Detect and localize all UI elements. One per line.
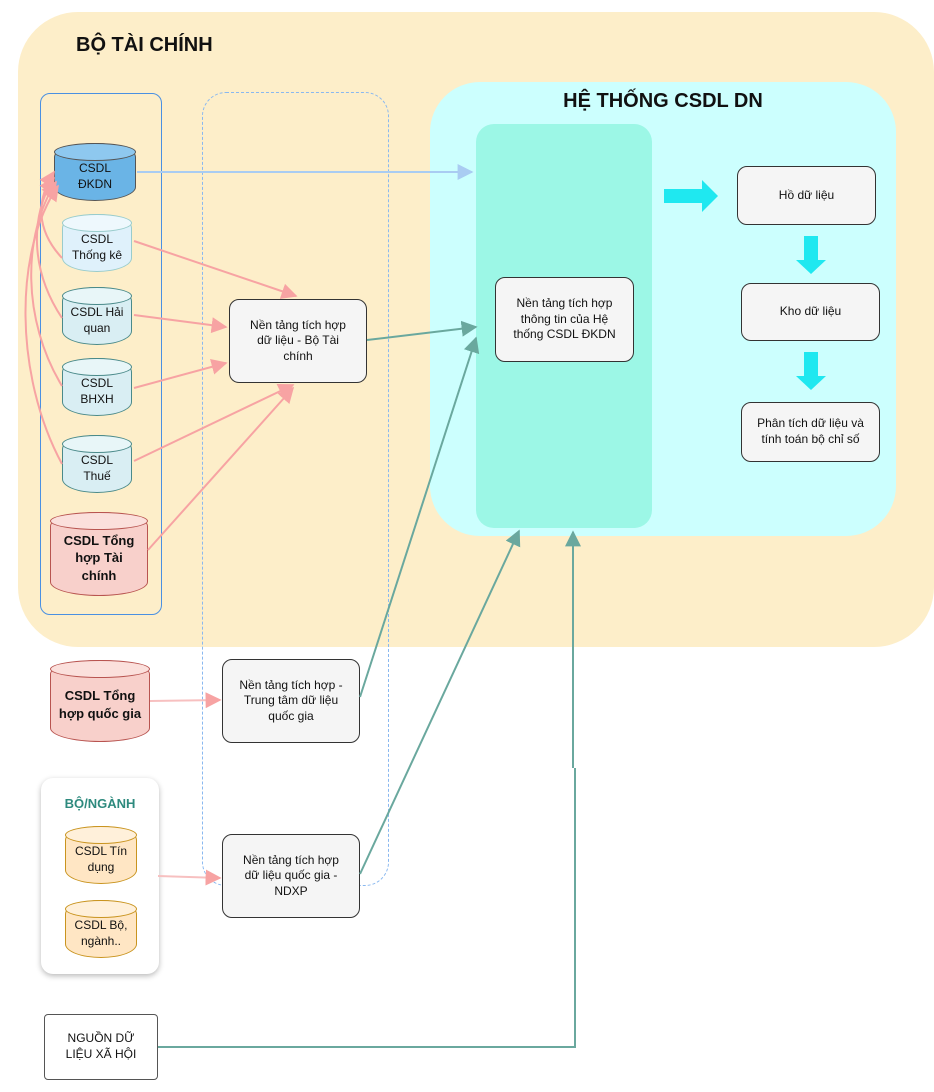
platform-trung-tam[interactable]: Nền tảng tích hợp - Trung tâm dữ liệu qu… [222, 659, 360, 743]
db-bo-nganh-label: CSDL Bộ, ngành.. [74, 917, 128, 948]
db-bhxh[interactable]: CSDL BHXH [62, 358, 132, 416]
db-dkdn[interactable]: CSDL ĐKDN [54, 143, 136, 201]
db-top [50, 660, 150, 678]
db-tong-hop-tai-chinh[interactable]: CSDL Tổng hợp Tài chính [50, 512, 148, 596]
platform-btc[interactable]: Nền tảng tích hợp dữ liệu - Bộ Tài chính [229, 299, 367, 383]
db-thong-ke[interactable]: CSDL Thống kê [62, 214, 132, 272]
db-bo-nganh[interactable]: CSDL Bộ, ngành.. [65, 900, 137, 958]
kho-du-lieu-box[interactable]: Kho dữ liệu [741, 283, 880, 341]
integration-platforms-group [202, 92, 389, 886]
db-hai-quan-label: CSDL Hải quan [70, 304, 124, 335]
db-thue[interactable]: CSDL Thuế [62, 435, 132, 493]
db-tin-dung-label: CSDL Tín dụng [74, 843, 128, 874]
phan-tich-box[interactable]: Phân tích dữ liệu và tính toán bộ chỉ số [741, 402, 880, 462]
bo-tai-chinh-title: BỘ TÀI CHÍNH [76, 34, 213, 56]
bo-nganh-title: BỘ/NGÀNH [64, 796, 136, 811]
db-top [65, 900, 137, 918]
db-hai-quan[interactable]: CSDL Hải quan [62, 287, 132, 345]
db-tong-hop-tai-chinh-label: CSDL Tổng hợp Tài chính [63, 532, 135, 583]
db-top [65, 826, 137, 844]
db-tong-hop-quoc-gia[interactable]: CSDL Tổng hợp quốc gia [50, 660, 150, 742]
he-thong-csdl-title: HỆ THỐNG CSDL DN [563, 90, 763, 112]
db-tong-hop-quoc-gia-label: CSDL Tổng hợp quốc gia [58, 688, 142, 721]
platform-ndxp[interactable]: Nền tảng tích hợp dữ liệu quốc gia - NDX… [222, 834, 360, 918]
db-bhxh-label: CSDL BHXH [80, 375, 114, 406]
db-thue-label: CSDL Thuế [80, 452, 113, 483]
db-top [54, 143, 136, 161]
db-tin-dung[interactable]: CSDL Tín dụng [65, 826, 137, 884]
db-thong-ke-label: CSDL Thống kê [71, 231, 123, 262]
ho-du-lieu-box[interactable]: Hồ dữ liệu [737, 166, 876, 225]
nguon-du-lieu-xa-hoi[interactable]: NGUỒN DỮ LIỆU XÃ HỘI [44, 1014, 158, 1080]
db-dkdn-label: CSDL ĐKDN [77, 160, 112, 191]
platform-he-thong[interactable]: Nền tảng tích hợp thông tin của Hệ thống… [495, 277, 634, 362]
